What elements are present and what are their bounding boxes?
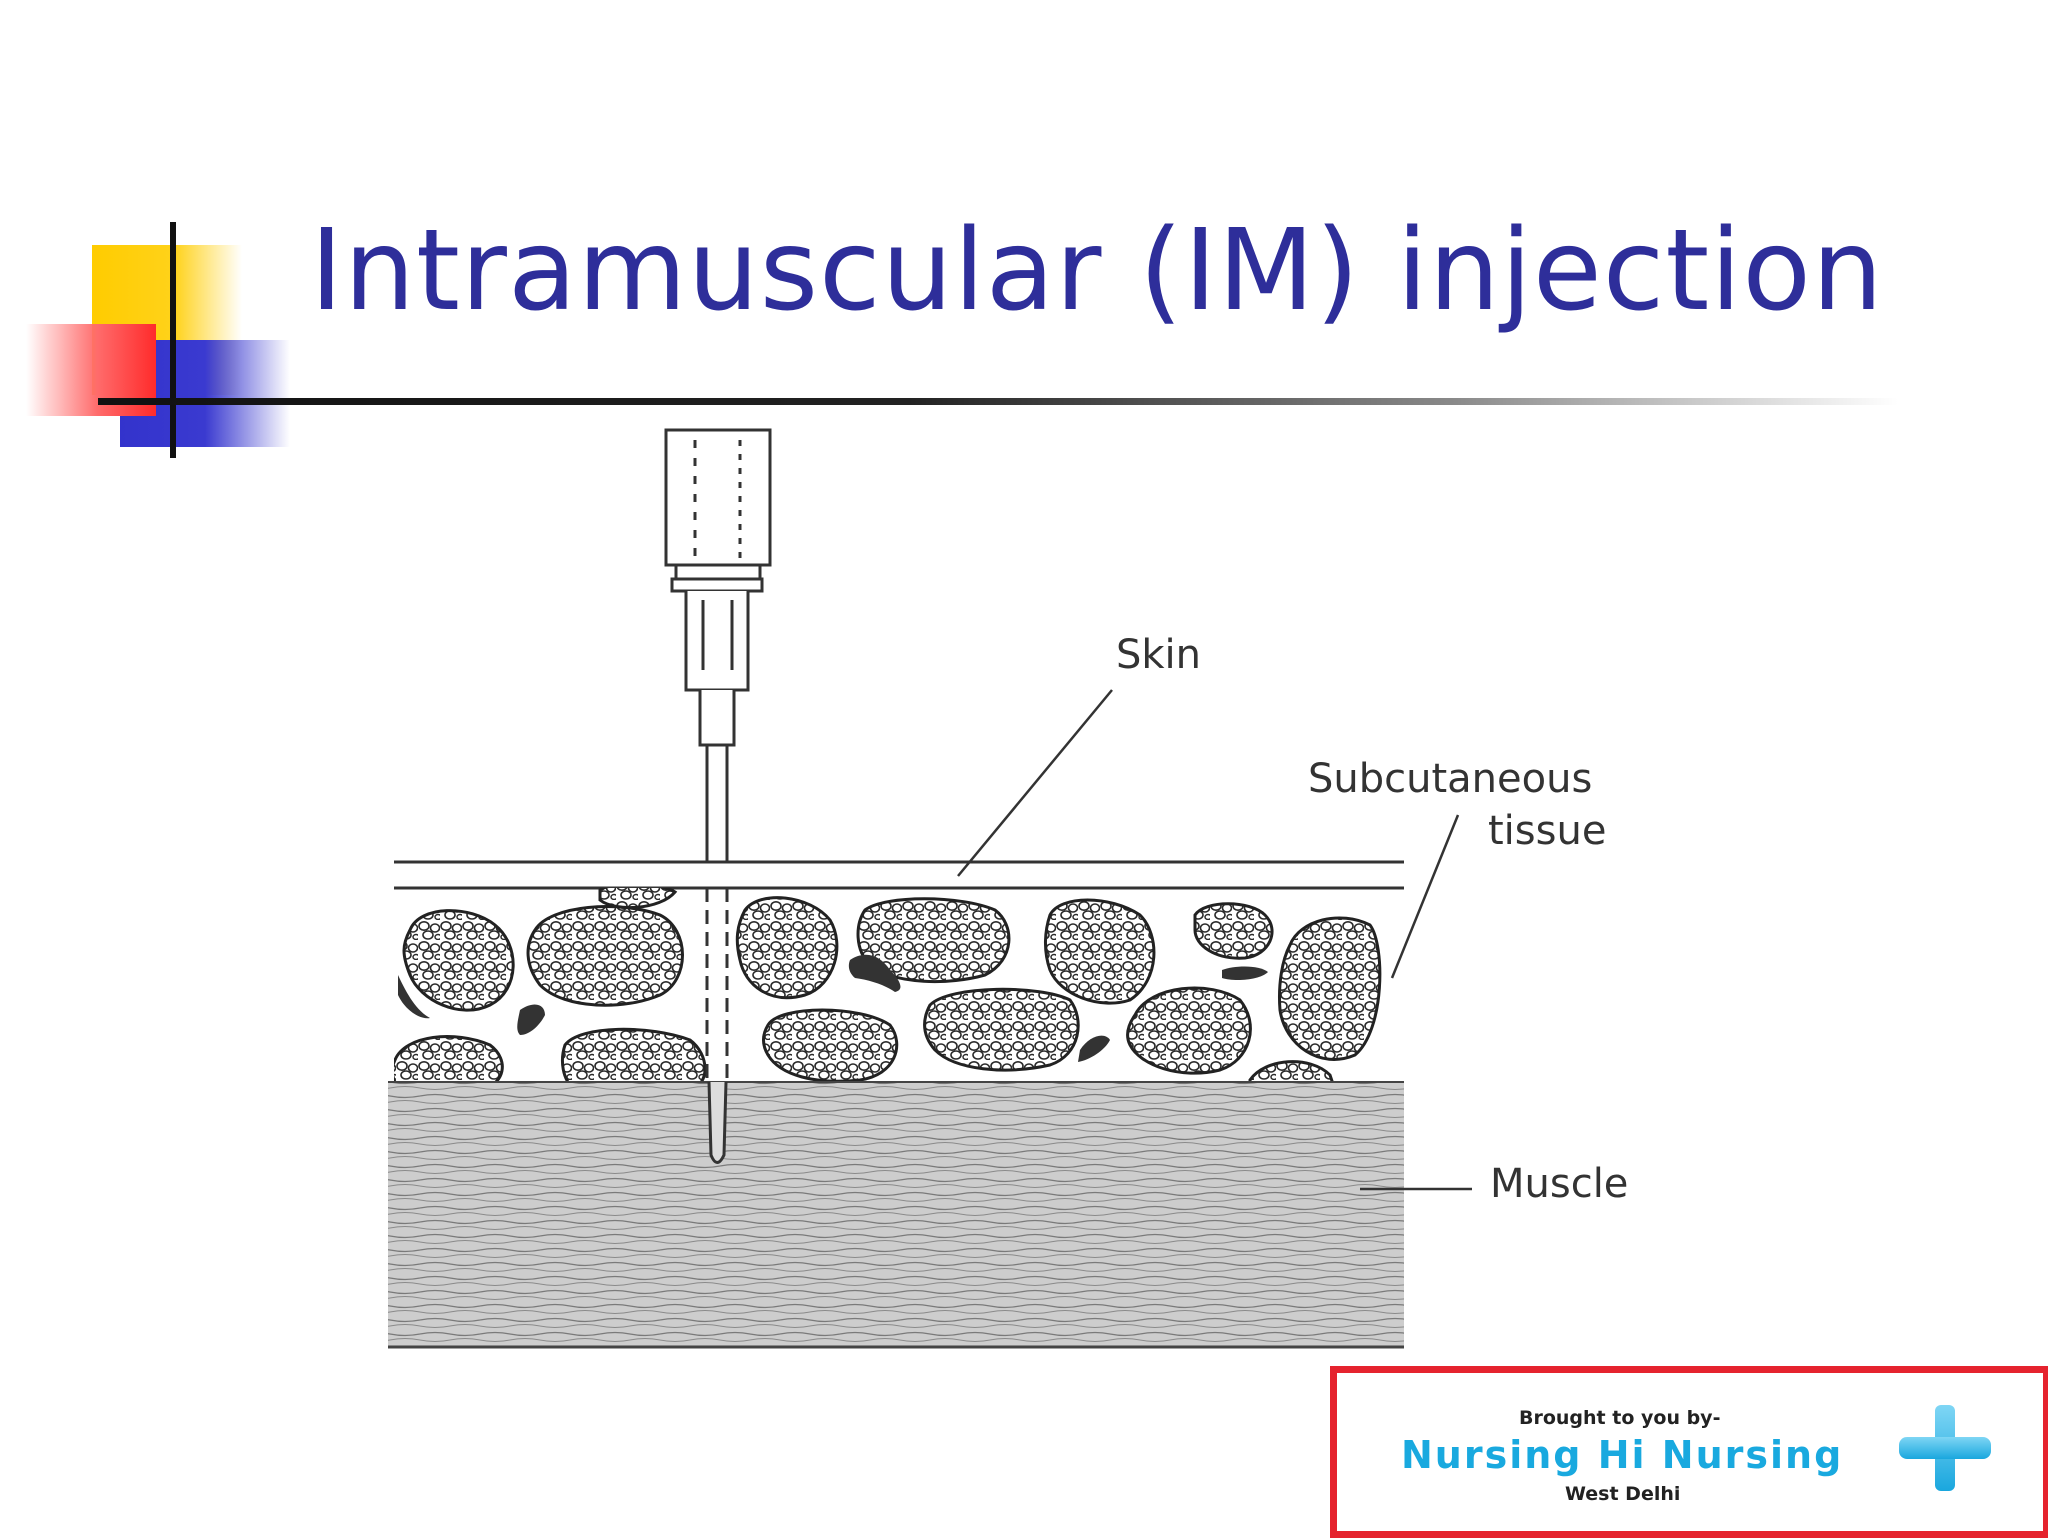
label-muscle: Muscle (1490, 1161, 1629, 1207)
sponsor-banner: Brought to you by- Nursing Hi Nursing We… (1330, 1366, 2048, 1538)
leader-lines (957, 689, 1472, 1191)
skin-layer (394, 860, 1404, 890)
label-subcutaneous: Subcutaneous (1308, 756, 1593, 802)
sponsor-location: West Delhi (1565, 1483, 1681, 1505)
title-divider (98, 398, 1898, 405)
slide-title: Intramuscular (IM) injection (310, 206, 1884, 336)
syringe (664, 428, 772, 1164)
decor-vertical-bar (170, 222, 176, 458)
medical-plus-icon (1899, 1405, 1991, 1491)
sponsor-brand: Nursing Hi Nursing (1401, 1433, 1844, 1477)
label-skin: Skin (1116, 632, 1202, 678)
sponsor-intro: Brought to you by- (1519, 1407, 1721, 1429)
subcutaneous-layer (394, 888, 1382, 1082)
muscle-layer (388, 1081, 1404, 1349)
label-subcutaneous-tissue: tissue (1488, 808, 1607, 854)
